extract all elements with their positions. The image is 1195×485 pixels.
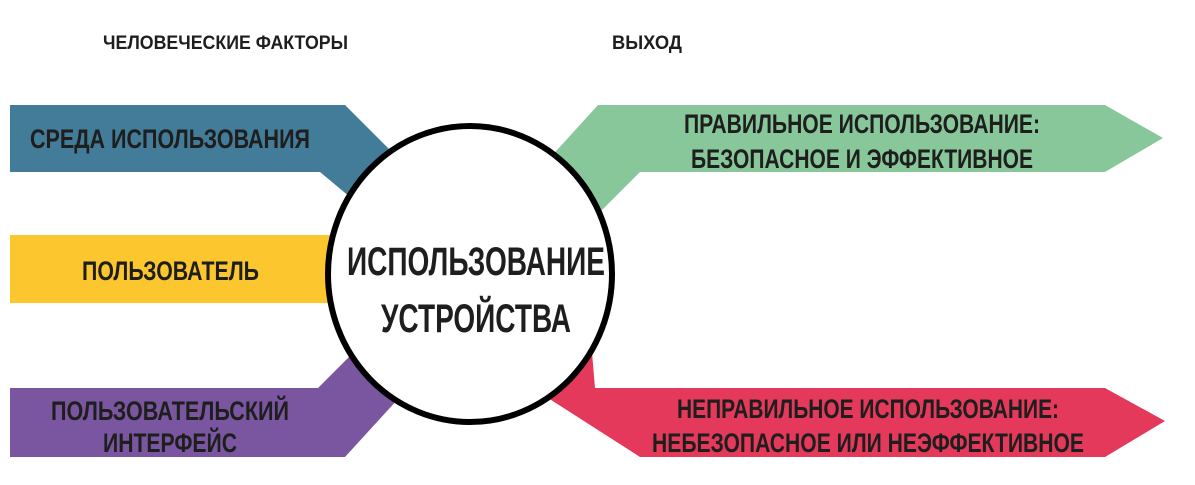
center-circle	[325, 123, 615, 425]
label-interface-line2: ИНТЕРФЕЙС	[103, 427, 237, 458]
header-human-factors: ЧЕЛОВЕЧЕСКИЕ ФАКТОРЫ	[103, 33, 348, 54]
arrow-incorrect-use	[548, 352, 1165, 457]
center-label-line2: УСТРОЙСТВА	[381, 295, 571, 341]
label-incorrect-line2: НЕБЕЗОПАСНОЕ ИЛИ НЕЭФФЕКТИВНОЕ	[652, 428, 1084, 458]
header-output: ВЫХОД	[612, 33, 682, 54]
label-correct-line1: ПРАВИЛЬНОЕ ИСПОЛЬЗОВАНИЕ:	[684, 109, 1040, 139]
label-environment: СРЕДА ИСПОЛЬЗОВАНИЯ	[30, 124, 310, 154]
band-environment	[10, 105, 420, 222]
arrow-correct-use	[548, 105, 1163, 212]
label-incorrect-line1: НЕПРАВИЛЬНОЕ ИСПОЛЬЗОВАНИЕ:	[677, 394, 1059, 424]
label-correct-line2: БЕЗОПАСНОЕ И ЭФФЕКТИВНОЕ	[691, 144, 1033, 174]
label-user: ПОЛЬЗОВАТЕЛЬ	[82, 256, 259, 286]
label-interface-line1: ПОЛЬЗОВАТЕЛЬСКИЙ	[51, 395, 289, 426]
band-interface	[10, 336, 420, 457]
band-user	[10, 235, 370, 303]
center-label-line1: ИСПОЛЬЗОВАНИЕ	[347, 240, 605, 284]
